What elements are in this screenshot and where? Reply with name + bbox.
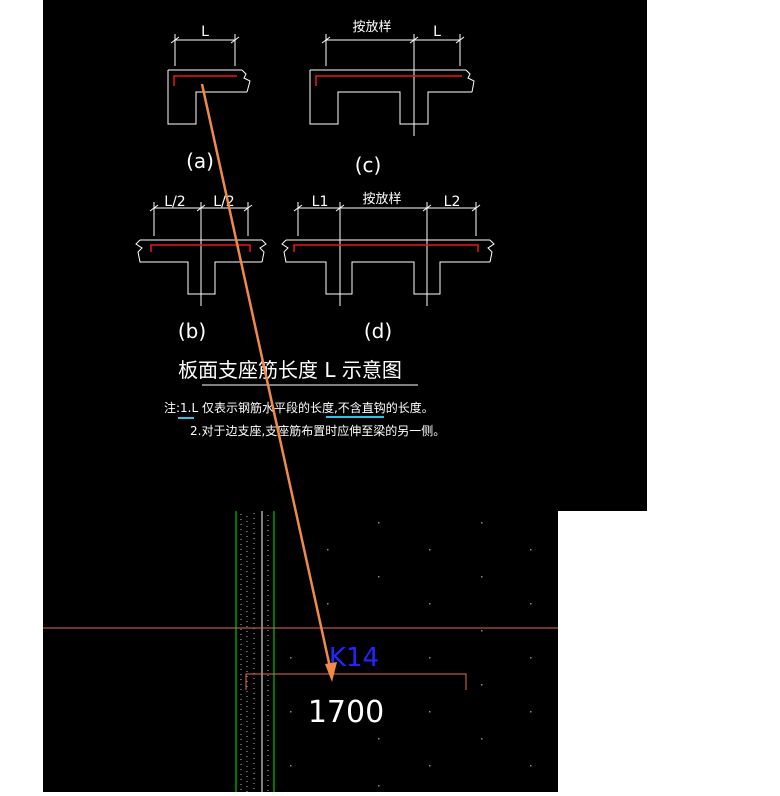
diagram-a — [167, 34, 251, 125]
caption-b: (b) — [178, 319, 206, 343]
diagram-c — [309, 34, 475, 136]
caption-a: (a) — [186, 149, 214, 173]
dim-label-c-right: L — [433, 24, 441, 40]
caption-c: (c) — [355, 153, 382, 177]
dim-label-d-right: L2 — [444, 194, 461, 210]
annotation-arrow — [200, 83, 337, 682]
rebar-a — [173, 75, 237, 86]
rebar-length[interactable]: 1700 — [308, 695, 384, 730]
dim-label-a: L — [201, 24, 209, 40]
figure-title: 板面支座筋长度 L 示意图 — [178, 358, 402, 382]
dim-label-b-right: L/2 — [213, 194, 234, 210]
diagram-d — [281, 202, 495, 306]
rebar-c — [315, 75, 462, 86]
column-section[interactable] — [235, 511, 275, 792]
dim-label-c-top: 按放样 — [352, 20, 391, 35]
diagram-b — [135, 202, 267, 306]
rebar-b — [150, 244, 251, 252]
note-2: 2.对于边支座,支座筋布置时应伸至梁的另一侧。 — [190, 423, 445, 438]
model-space-area — [43, 511, 558, 792]
grid-dots — [290, 522, 532, 787]
dim-label-b-left: L/2 — [164, 194, 185, 210]
rebar-label[interactable]: K14 — [329, 643, 379, 673]
caption-d: (d) — [364, 319, 392, 343]
reference-image-area — [43, 0, 647, 511]
rebar-line-k14[interactable] — [245, 673, 467, 690]
rebar-d — [293, 244, 479, 252]
dim-label-d-left: L1 — [312, 194, 329, 210]
note-1: 注:1.L 仅表示钢筋水平段的长度,不含直钩的长度。 — [164, 400, 434, 415]
dim-label-d-mid: 按放样 — [362, 192, 401, 207]
